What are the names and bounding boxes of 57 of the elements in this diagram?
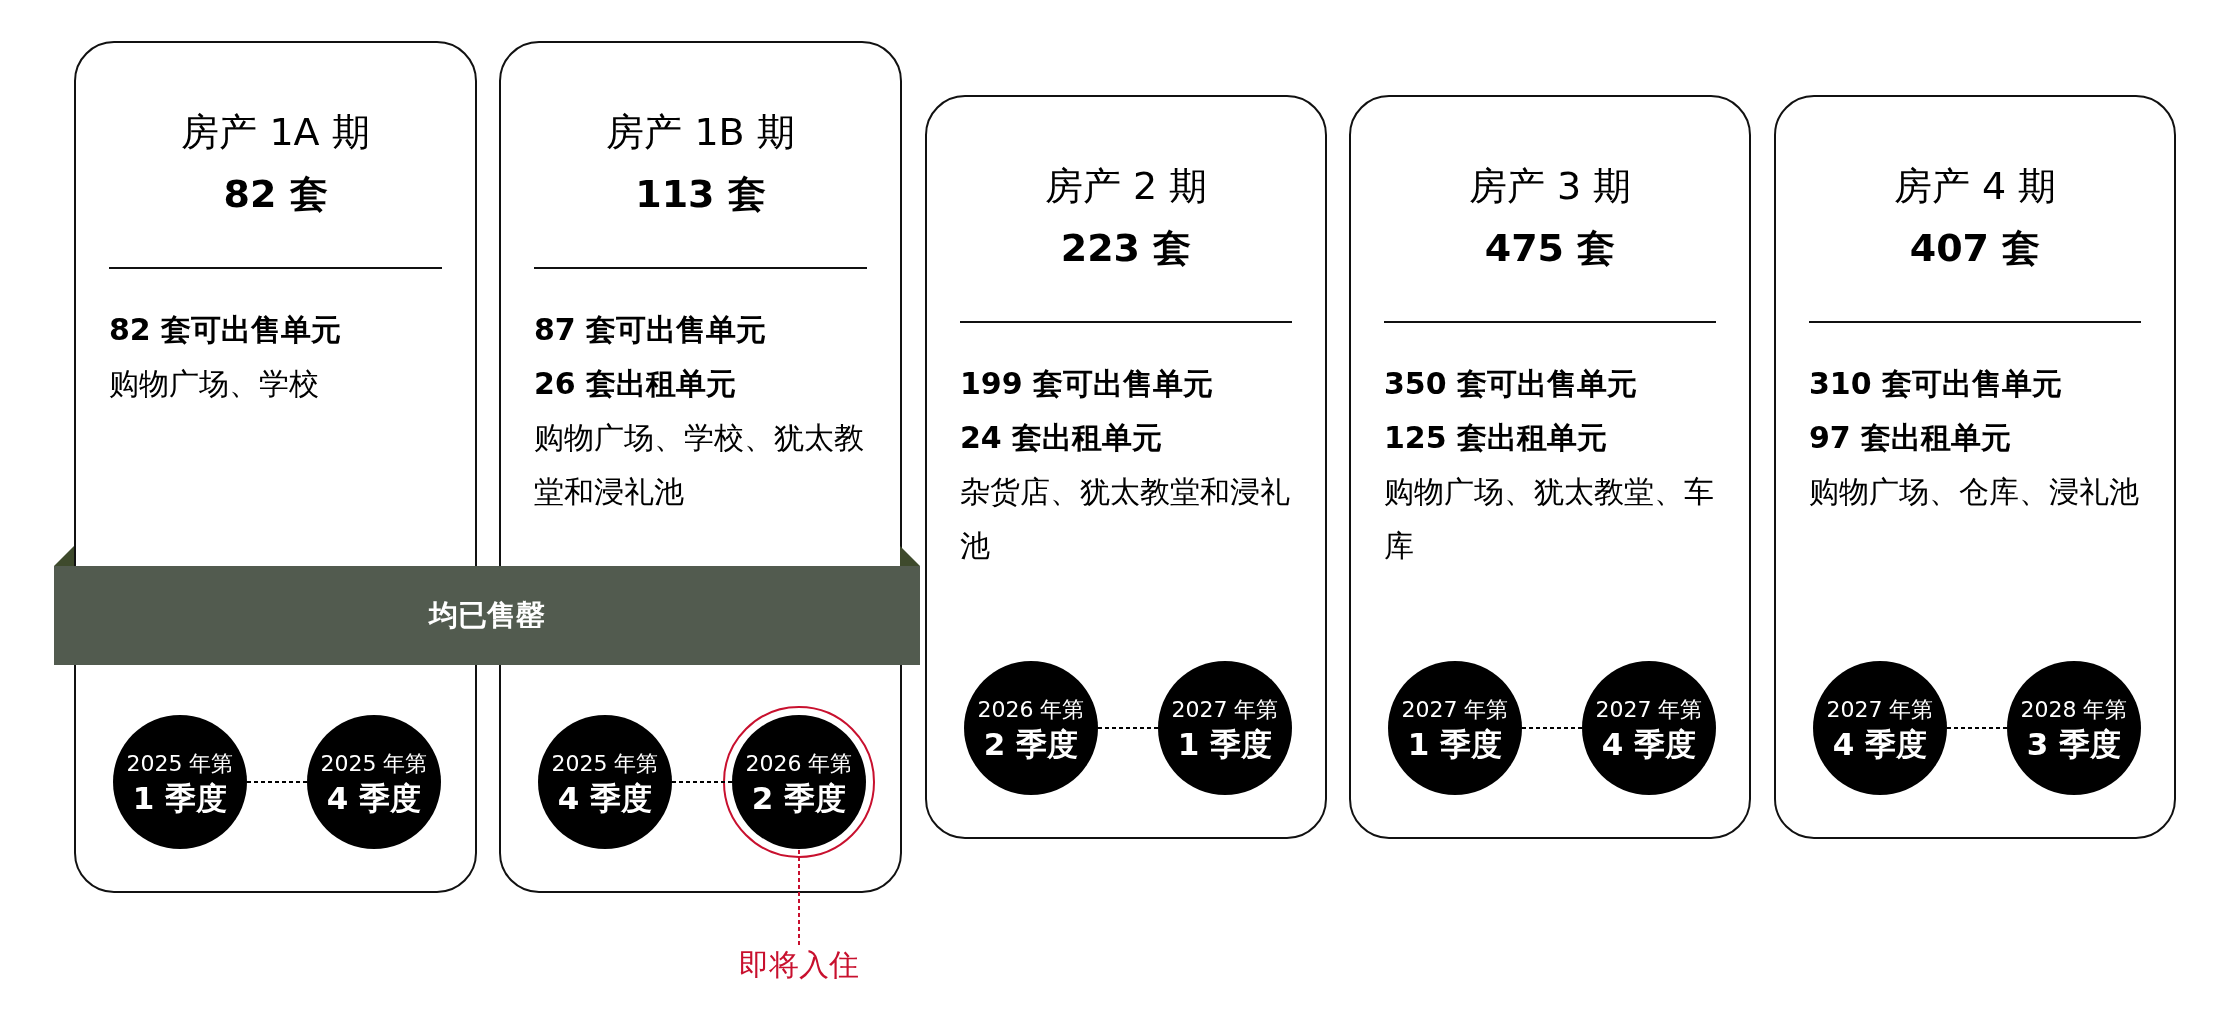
- quarter-text: 2 季度: [983, 726, 1079, 762]
- unit-detail: 24 套出租单元: [960, 419, 1164, 457]
- sold-out-banner: [54, 546, 920, 665]
- quarter-text: 4 季度: [1832, 726, 1928, 762]
- date-circle: [732, 715, 866, 849]
- quarter-text: 4 季度: [326, 780, 422, 816]
- quarter-text: 1 季度: [132, 780, 228, 816]
- year-text: 2026 年第: [745, 750, 853, 778]
- unit-detail: 杂货店、犹太教堂和浸礼池: [960, 473, 1291, 565]
- unit-detail: 购物广场、学校: [109, 365, 320, 403]
- year-text: 2027 年第: [1826, 696, 1934, 724]
- year-text: 2026 年第: [977, 696, 1085, 724]
- phase-card: [1349, 95, 1751, 839]
- phase-title: 房产 1B 期: [605, 109, 796, 156]
- year-text: 2025 年第: [551, 750, 659, 778]
- unit-count: 475 套: [1483, 225, 1617, 272]
- unit-detail: 购物广场、犹太教堂、车库: [1384, 473, 1715, 565]
- quarter-text: 1 季度: [1177, 726, 1273, 762]
- unit-detail: 350 套可出售单元: [1384, 365, 1639, 403]
- quarter-text: 3 季度: [2026, 726, 2122, 762]
- connector-line: [671, 781, 733, 783]
- year-text: 2027 年第: [1401, 696, 1509, 724]
- banner-text: 均已售罄: [429, 596, 545, 634]
- phase-card: [925, 95, 1327, 839]
- connector-line: [246, 781, 308, 783]
- phase-title: 房产 1A 期: [180, 109, 371, 156]
- phase-title: 房产 3 期: [1467, 163, 1633, 210]
- year-text: 2028 年第: [2020, 696, 2128, 724]
- quarter-text: 1 季度: [1407, 726, 1503, 762]
- unit-detail: 199 套可出售单元: [960, 365, 1215, 403]
- year-text: 2027 年第: [1171, 696, 1279, 724]
- phase-card: [1774, 95, 2176, 839]
- phase-title: 房产 2 期: [1043, 163, 1209, 210]
- phase-title: 房产 4 期: [1892, 163, 2058, 210]
- quarter-text: 4 季度: [1601, 726, 1697, 762]
- unit-detail: 97 套出租单元: [1809, 419, 2013, 457]
- connector-line: [1097, 727, 1159, 729]
- unit-count: 223 套: [1059, 225, 1193, 272]
- unit-detail: 82 套可出售单元: [109, 311, 343, 349]
- unit-count: 82 套: [222, 171, 329, 218]
- unit-detail: 125 套出租单元: [1384, 419, 1609, 457]
- year-text: 2025 年第: [320, 750, 428, 778]
- unit-detail: 购物广场、仓库、浸礼池: [1809, 473, 2140, 511]
- connector-line: [1946, 727, 2008, 729]
- connector-line: [1521, 727, 1583, 729]
- unit-detail: 87 套可出售单元: [534, 311, 768, 349]
- unit-detail: 购物广场、学校、犹太教堂和浸礼池: [534, 419, 865, 511]
- unit-detail: 310 套可出售单元: [1809, 365, 2064, 403]
- year-text: 2027 年第: [1595, 696, 1703, 724]
- year-text: 2025 年第: [126, 750, 234, 778]
- quarter-text: 2 季度: [751, 780, 847, 816]
- leader-line: [798, 848, 800, 946]
- unit-detail: 26 套出租单元: [534, 365, 738, 403]
- unit-count: 113 套: [634, 171, 767, 218]
- unit-count: 407 套: [1908, 225, 2042, 272]
- quarter-text: 4 季度: [557, 780, 653, 816]
- status-label: 即将入住: [739, 945, 859, 985]
